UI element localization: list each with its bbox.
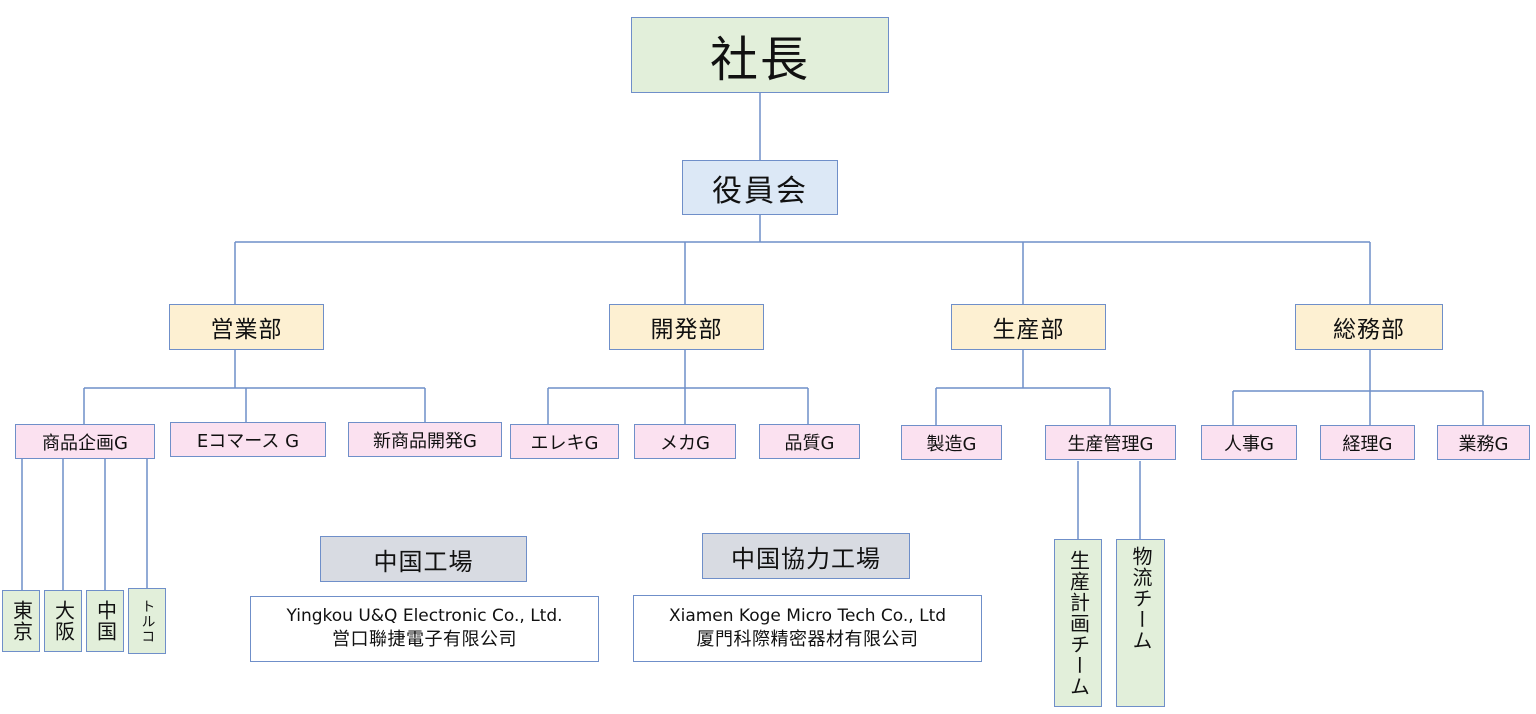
osaka-region-box: 大阪 [44, 590, 82, 652]
china-region-box: 中国 [86, 590, 124, 652]
production-management-group-label: 生産管理G [1067, 433, 1154, 455]
new-product-development-group-box: 新商品開発G [348, 422, 502, 457]
tokyo-region-label: 東京 [9, 600, 34, 642]
production-management-to-teams-line [1077, 461, 1141, 539]
mechanical-group-label: メカG [660, 432, 710, 454]
mechanical-group-box: メカG [634, 424, 736, 459]
electric-group-box: エレキG [510, 424, 619, 459]
development-dept-box: 開発部 [609, 304, 764, 350]
electric-group-label: エレキG [530, 432, 599, 454]
osaka-region-label: 大阪 [51, 600, 76, 642]
partner-factory-info-box: Xiamen Koge Micro Tech Co., Ltd 厦門科際精密器材… [633, 595, 982, 662]
manufacturing-group-label: 製造G [926, 433, 977, 455]
china-factory-title: 中国工場 [373, 547, 474, 576]
president-label: 社長 [709, 32, 810, 88]
production-management-group-box: 生産管理G [1045, 425, 1176, 460]
production-dept-label: 生産部 [992, 317, 1065, 343]
general-affairs-dept-box: 総務部 [1295, 304, 1443, 350]
board-to-departments-line [234, 215, 1371, 304]
product-planning-to-regions-line [21, 458, 148, 590]
china-factory-name-en: Yingkou U&Q Electronic Co., Ltd. [286, 606, 563, 627]
production-planning-team-box: 生産計画チーム [1054, 539, 1102, 707]
china-factory-name-cn: 営口聯捷電子有限公司 [332, 629, 517, 651]
general-affairs-to-groups-line [1232, 348, 1484, 425]
sales-to-groups-line [83, 348, 426, 424]
partner-factory-name-cn: 厦門科際精密器材有限公司 [696, 628, 919, 650]
board-label: 役員会 [712, 173, 808, 209]
logistics-team-box: 物流チーム [1116, 539, 1165, 707]
accounting-group-label: 経理G [1342, 433, 1393, 455]
accounting-group-box: 経理G [1320, 425, 1415, 460]
logistics-team-label: 物流チーム [1129, 546, 1153, 651]
tokyo-region-box: 東京 [2, 590, 40, 652]
hr-group-box: 人事G [1201, 425, 1297, 460]
partner-factory-name-en: Xiamen Koge Micro Tech Co., Ltd [668, 605, 947, 626]
quality-group-label: 品質G [784, 432, 835, 454]
manufacturing-group-box: 製造G [901, 425, 1002, 460]
sales-dept-label: 営業部 [210, 317, 283, 343]
sales-dept-box: 営業部 [169, 304, 324, 350]
general-affairs-dept-label: 総務部 [1333, 317, 1405, 343]
president-box: 社長 [631, 17, 889, 93]
new-product-development-group-label: 新商品開発G [373, 430, 477, 452]
partner-factory-title-box: 中国協力工場 [702, 533, 910, 579]
development-to-groups-line [547, 348, 809, 424]
hr-group-label: 人事G [1224, 433, 1274, 455]
china-region-label: 中国 [93, 600, 118, 642]
production-planning-team-label: 生産計画チーム [1066, 549, 1091, 697]
ecommerce-group-box: Eコマース G [170, 422, 326, 457]
turkey-region-box: トルコ [128, 588, 166, 654]
operations-group-label: 業務G [1458, 433, 1509, 455]
china-factory-title-box: 中国工場 [320, 536, 527, 582]
ecommerce-group-label: Eコマース G [196, 430, 300, 452]
china-factory-info-box: Yingkou U&Q Electronic Co., Ltd. 営口聯捷電子有… [250, 596, 599, 662]
development-dept-label: 開発部 [650, 317, 723, 343]
partner-factory-title: 中国協力工場 [731, 544, 881, 573]
production-dept-box: 生産部 [951, 304, 1106, 350]
quality-group-box: 品質G [759, 424, 860, 459]
production-to-groups-line [935, 348, 1111, 425]
operations-group-box: 業務G [1437, 425, 1530, 460]
product-planning-group-box: 商品企画G [15, 424, 155, 459]
turkey-region-label: トルコ [139, 598, 156, 644]
product-planning-group-label: 商品企画G [42, 432, 128, 454]
board-box: 役員会 [682, 160, 838, 215]
